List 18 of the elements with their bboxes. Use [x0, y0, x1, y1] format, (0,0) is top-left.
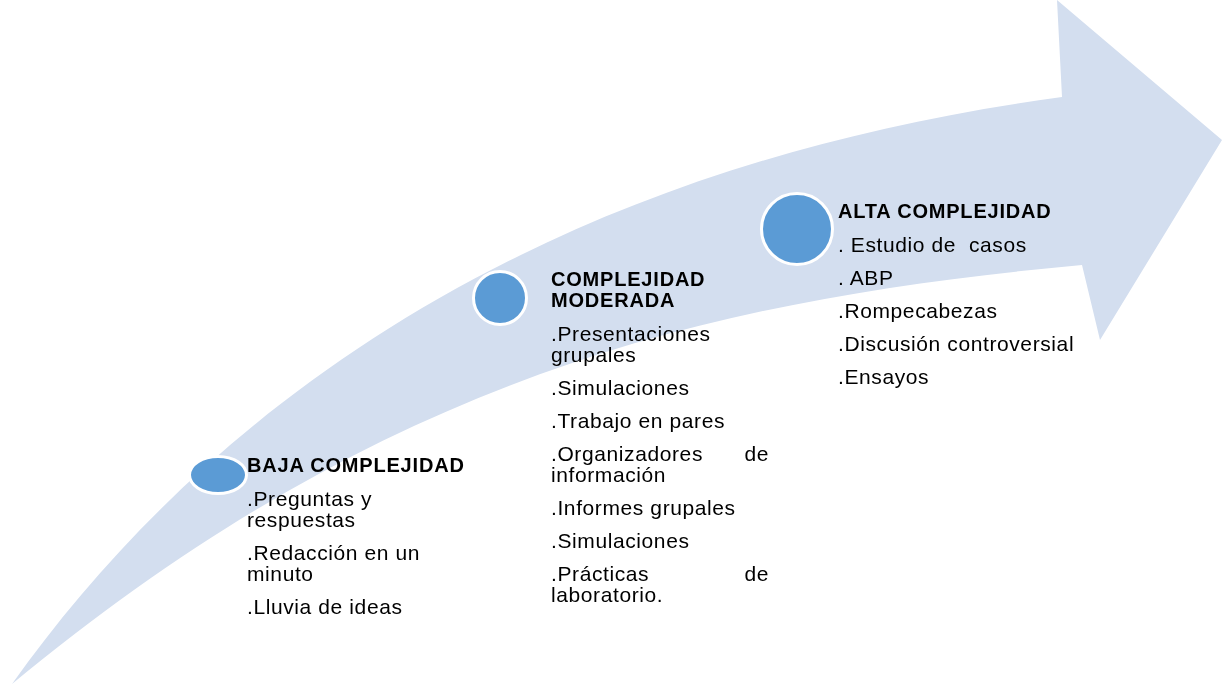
activity-item: .Ensayos	[838, 366, 931, 387]
stage-heading: BAJA COMPLEJIDAD	[247, 455, 466, 476]
activity-item: .Informes grupales	[551, 497, 737, 518]
activity-item: .Simulaciones	[551, 377, 691, 398]
stage-heading: COMPLEJIDAD MODERADA	[551, 269, 707, 311]
activity-item: . ABP	[838, 267, 895, 288]
activity-item: .Lluvia de ideas	[247, 596, 404, 617]
stage-heading: ALTA COMPLEJIDAD	[838, 201, 1053, 222]
activity-item: . Estudio de casos	[838, 234, 1028, 255]
activity-item: .Organizadores de información	[551, 443, 769, 485]
activity-item: .Simulaciones	[551, 530, 691, 551]
activity-item: .Trabajo en pares	[551, 410, 727, 431]
activity-item: .Redacción en un minuto	[247, 542, 422, 584]
activity-item: .Rompecabezas	[838, 300, 999, 321]
activity-item: .Presentaciones grupales	[551, 323, 712, 365]
activity-item: .Discusión controversial	[838, 333, 1076, 354]
activity-item: .Prácticas de laboratorio.	[551, 563, 769, 605]
activity-item: .Preguntas y respuestas	[247, 488, 374, 530]
